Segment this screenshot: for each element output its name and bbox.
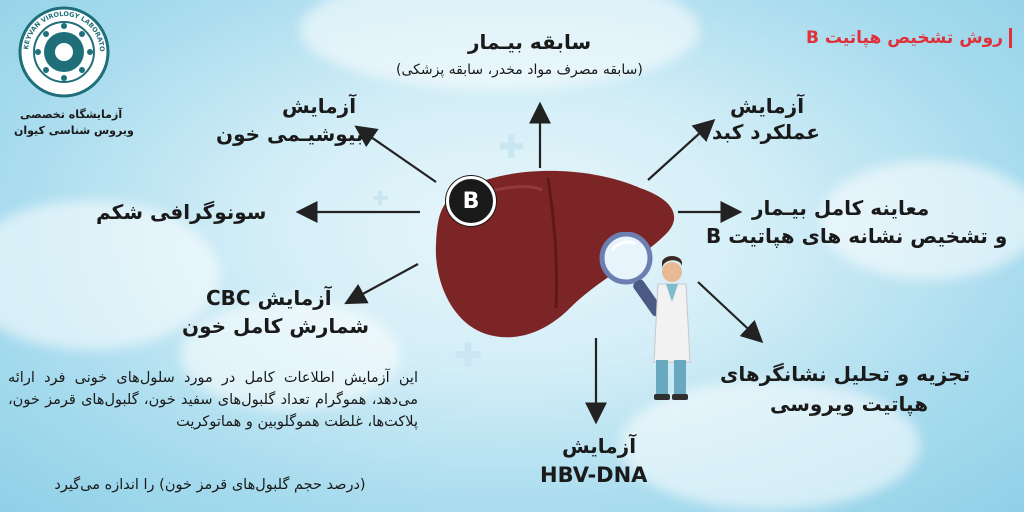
cloud bbox=[820, 160, 1024, 280]
liver-test-label-2: عملکرد کبد bbox=[712, 120, 820, 144]
cbc-label-1: آزمایش CBC bbox=[206, 286, 332, 310]
exam-label-1: معاینه کامل بیـمار bbox=[752, 196, 930, 220]
logo-line-1: آزمایشگاه تخصصی bbox=[20, 108, 123, 121]
plus-icon: ✚ bbox=[454, 336, 483, 376]
liver-illustration bbox=[435, 170, 675, 338]
logo-emblem: KEYVAN VIROLOGY LABORATORY bbox=[15, 0, 110, 98]
history-title: سابقه بیـمار bbox=[468, 30, 592, 54]
markers-label-2: هپاتیت ویروسی bbox=[770, 392, 929, 416]
cloud bbox=[620, 380, 920, 510]
arrow-markers bbox=[697, 281, 764, 344]
cbc-label-2: شمارش کامل خون bbox=[182, 314, 370, 338]
hbv-label-2: HBV-DNA bbox=[540, 463, 648, 487]
cbc-description-note: (درصد حجم گلبول‌های قرمز خون) را اندازه … bbox=[54, 477, 366, 493]
cloud bbox=[180, 300, 400, 410]
history-subtitle: (سابقه مصرف مواد مخدر، سابقه پزشکی) bbox=[396, 62, 643, 78]
plus-icon: ✚ bbox=[372, 186, 389, 210]
liver-test-label-1: آزمایش bbox=[730, 94, 805, 118]
arrow-liver-test bbox=[647, 119, 716, 181]
lab-logo: KEYVAN VIROLOGY LABORATORY bbox=[15, 0, 110, 98]
plus-icon: ✚ bbox=[498, 128, 525, 166]
logo-line-2: ویروس شناسی کیوان bbox=[14, 124, 134, 137]
page-title: روش تشخیص هپاتیت B bbox=[806, 28, 1012, 48]
badge-letter: B bbox=[462, 188, 480, 214]
doctor-with-magnifier-icon bbox=[599, 232, 691, 400]
biochem-label-2: بیوشیـمی خون bbox=[216, 122, 364, 146]
hepatitis-b-badge: B bbox=[446, 176, 496, 226]
cbc-description: این آزمایش اطلاعات کامل در مورد سلول‌های… bbox=[8, 370, 418, 430]
hbv-label-1: آزمایش bbox=[562, 434, 637, 458]
arrow-cbc bbox=[344, 263, 419, 305]
exam-label-2: و تشخیص نشانه های هپاتیت B bbox=[706, 224, 1008, 248]
arrow-biochem bbox=[354, 125, 437, 183]
ultrasound-label: سونوگرافی شکم bbox=[96, 200, 267, 224]
biochem-label-1: آزمایش bbox=[282, 94, 357, 118]
markers-label-1: تجزیه و تحلیل نشانگرهای bbox=[720, 362, 971, 386]
cloud bbox=[0, 200, 220, 350]
